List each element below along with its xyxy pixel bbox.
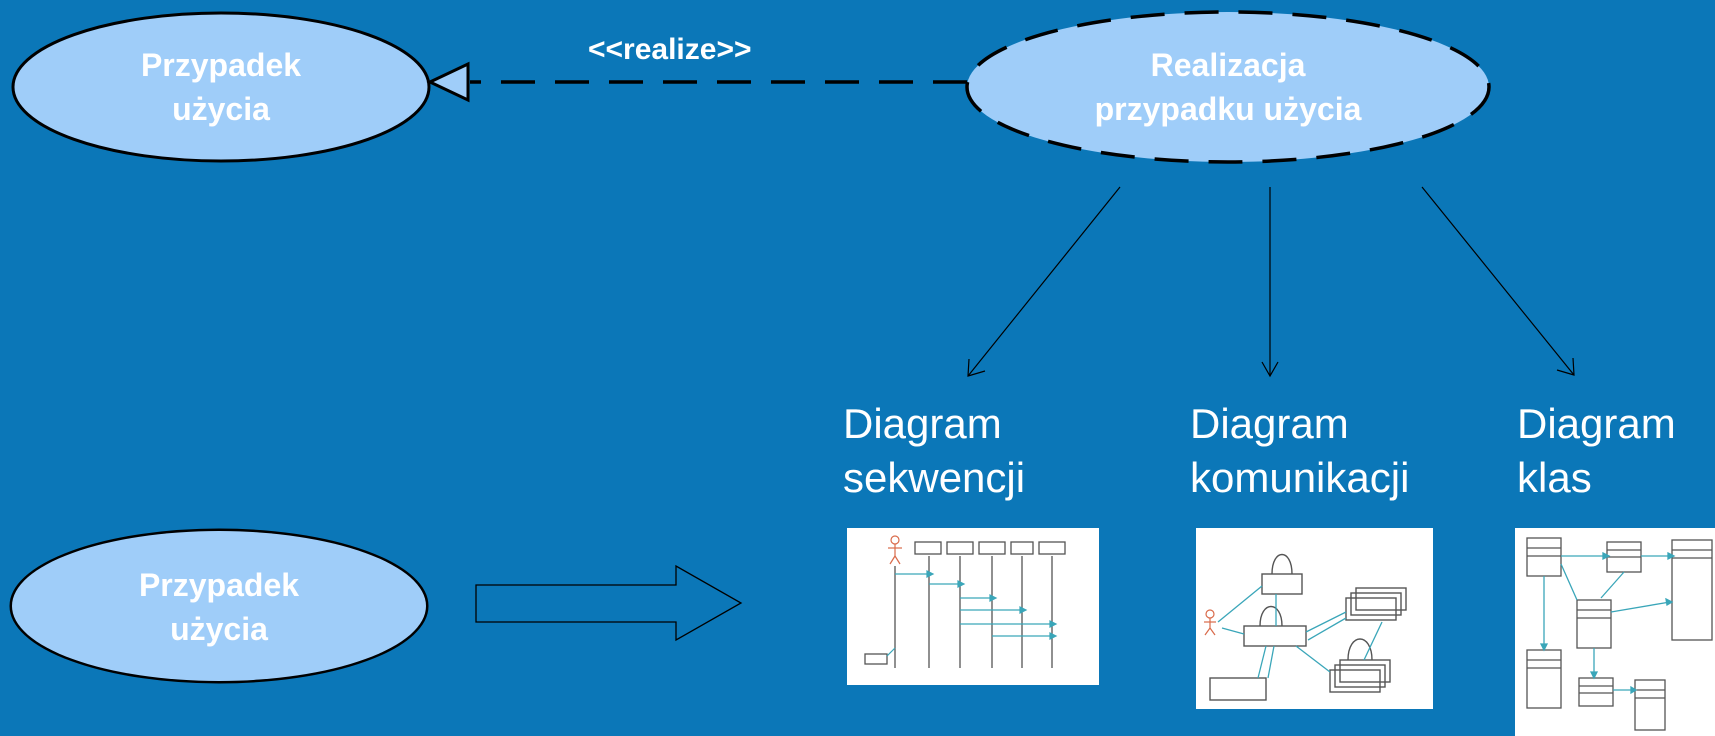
- diagram-communication-title: Diagram komunikacji: [1190, 397, 1409, 505]
- use-case-top-label: Przypadek użycia: [71, 43, 371, 131]
- class-diagram-thumbnail: [1515, 528, 1715, 736]
- diagram-communication-line2: komunikacji: [1190, 454, 1410, 501]
- arrows-to-diagrams: [967, 186, 1575, 378]
- sequence-diagram-image: [864, 535, 1066, 668]
- sequence-diagram-thumbnail: [847, 528, 1099, 685]
- realize-arrowhead: [426, 61, 470, 103]
- use-case-bottom-label: Przypadek użycia: [69, 563, 369, 651]
- diagram-sequence-line1: Diagram: [843, 400, 1002, 447]
- diagram-class-line1: Diagram: [1517, 400, 1676, 447]
- diagram-class-title: Diagram klas: [1517, 397, 1676, 505]
- communication-diagram-image: [1204, 554, 1407, 701]
- realization-ellipse: [965, 10, 1491, 164]
- realize-stereotype: <<realize>>: [588, 33, 752, 66]
- use-case-bottom-line1: Przypadek: [138, 567, 300, 603]
- use-case-top-line1: Przypadek: [140, 47, 302, 83]
- communication-diagram-thumbnail: [1196, 528, 1433, 709]
- block-arrow: [475, 564, 743, 642]
- diagram-sequence-line2: sekwencji: [843, 454, 1026, 501]
- diagram-class-line2: klas: [1517, 454, 1592, 501]
- use-case-top-line2: użycia: [172, 91, 270, 127]
- realization-line2: przypadku użycia: [1094, 91, 1362, 127]
- use-case-bottom-line2: użycia: [170, 611, 268, 647]
- realization-line1: Realizacja: [1150, 47, 1306, 83]
- diagram-communication-line1: Diagram: [1190, 400, 1349, 447]
- diagram-sequence-title: Diagram sekwencji: [843, 397, 1025, 505]
- realization-label: Realizacja przypadku użycia: [1028, 43, 1428, 131]
- class-diagram-image: [1526, 537, 1713, 731]
- use-case-top-ellipse: [11, 11, 431, 163]
